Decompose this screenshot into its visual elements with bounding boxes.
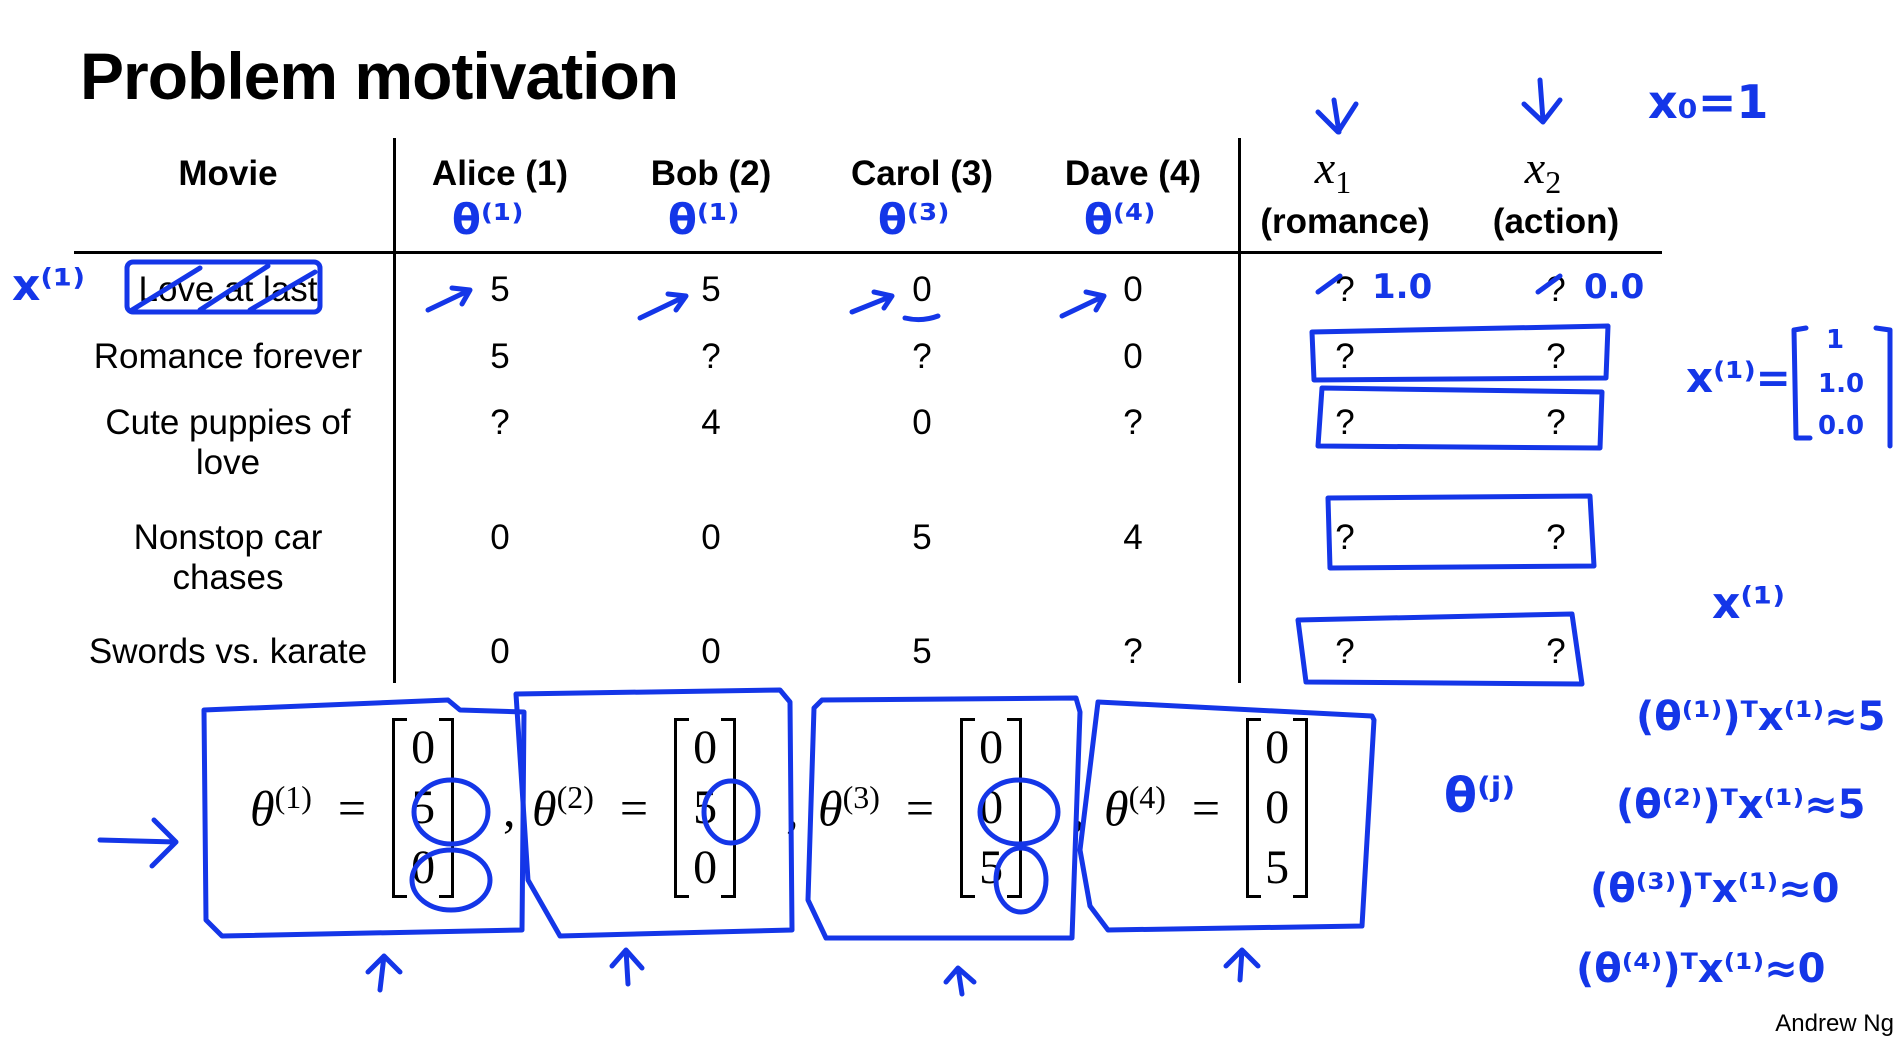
- header-rule: [74, 251, 1662, 254]
- x1-vector-value: 0.0: [1818, 411, 1864, 441]
- theta-3-symbol: θ(3): [818, 778, 880, 837]
- movie-title: Cute puppies of love: [105, 403, 351, 483]
- feature-cell: ?: [1335, 270, 1355, 309]
- rating-cell: ?: [1123, 403, 1143, 442]
- rating-cell: 5: [701, 270, 721, 309]
- rating-cell: 0: [490, 632, 510, 671]
- movie-title: Love at last: [138, 270, 318, 309]
- up-arrow-icon: [609, 947, 645, 987]
- rating-cell: 0: [912, 270, 932, 309]
- rating-cell: 0: [1123, 337, 1143, 376]
- theta-user-label: θ⁽³⁾: [878, 195, 949, 244]
- feature-x2-symbol: x2: [1524, 142, 1562, 201]
- rating-cell: 4: [1123, 518, 1143, 557]
- rating-cell: 0: [490, 518, 510, 557]
- up-arrow-icon: [1223, 947, 1261, 983]
- theta-separator: ,: [1072, 781, 1085, 837]
- small-arrow-icon: [849, 289, 895, 315]
- feature-column-rule: [1238, 138, 1241, 683]
- feature-cell: ?: [1546, 518, 1566, 557]
- movie-header: Movie: [178, 154, 278, 193]
- rating-cell: ?: [912, 337, 932, 376]
- theta-separator: ,: [503, 781, 516, 837]
- feature-cell: ?: [1335, 632, 1355, 671]
- product-estimate: (θ⁽⁴⁾)ᵀx⁽¹⁾≈0: [1576, 946, 1826, 992]
- theta-2-symbol: θ(2): [532, 778, 594, 837]
- vector-bracket: [1791, 325, 1893, 449]
- movie-column-rule: [393, 138, 396, 683]
- feature-cell: ?: [1335, 518, 1355, 557]
- rating-cell: 5: [912, 632, 932, 671]
- right-arrow-icon: [97, 817, 179, 869]
- user-header-bob: Bob (2): [650, 154, 772, 193]
- rating-cell: 5: [490, 337, 510, 376]
- feature-cell: ?: [1335, 403, 1355, 442]
- user-header-alice: Alice (1): [431, 154, 569, 193]
- x0-annotation: x₀=1: [1648, 75, 1768, 129]
- movie-title: Romance forever: [93, 337, 363, 376]
- down-arrow-icon: [1315, 97, 1359, 135]
- theta-user-label: θ⁽⁴⁾: [1084, 195, 1155, 244]
- rating-cell: ?: [701, 337, 721, 376]
- theta-4-symbol: θ(4): [1104, 778, 1166, 837]
- feature-cell: ?: [1546, 632, 1566, 671]
- small-arrow-icon: [425, 285, 473, 313]
- feature-cell: ?: [1335, 337, 1355, 376]
- feature-x2-label: (action): [1492, 202, 1620, 241]
- rating-cell: 0: [1123, 270, 1143, 309]
- rating-cell: 5: [490, 270, 510, 309]
- feature-cell: ?: [1546, 403, 1566, 442]
- feature-cell: ?: [1546, 337, 1566, 376]
- x1-vector-value: 1: [1826, 325, 1844, 355]
- rating-cell: 0: [912, 403, 932, 442]
- up-arrow-icon: [943, 965, 977, 997]
- down-arrow-icon: [1521, 77, 1563, 125]
- small-arrow-icon: [637, 291, 689, 321]
- rating-cell: 0: [701, 518, 721, 557]
- up-arrow-icon: [365, 953, 403, 993]
- theta-j-annotation: θ⁽ʲ⁾: [1444, 768, 1515, 824]
- feature-x1-symbol: x1: [1314, 142, 1352, 201]
- rating-cell: ?: [490, 403, 510, 442]
- user-header-carol: Carol (3): [851, 154, 993, 193]
- rating-cell: 5: [912, 518, 932, 557]
- slide-title: Problem motivation: [80, 39, 679, 113]
- rating-cell: 0: [701, 632, 721, 671]
- theta-1-symbol: θ(1): [250, 778, 312, 837]
- x1-annotation: x⁽¹⁾: [1712, 578, 1785, 629]
- feature-value-annotation: 0.0: [1584, 267, 1644, 307]
- theta-separator: ,: [786, 781, 799, 837]
- feature-x1-label: (romance): [1260, 202, 1430, 241]
- rating-cell: 4: [701, 403, 721, 442]
- row-x1-label: x⁽¹⁾: [12, 260, 85, 311]
- movie-title: Swords vs. karate: [88, 632, 368, 671]
- x1-vector-label: x⁽¹⁾=: [1686, 353, 1791, 402]
- x1-vector-value: 1.0: [1818, 369, 1864, 399]
- user-header-dave: Dave (4): [1064, 154, 1202, 193]
- product-estimate: (θ⁽³⁾)ᵀx⁽¹⁾≈0: [1590, 866, 1840, 912]
- theta-user-label: θ⁽¹⁾: [452, 195, 523, 244]
- product-estimate: (θ⁽²⁾)ᵀx⁽¹⁾≈5: [1616, 782, 1866, 828]
- movie-title: Nonstop car chases: [133, 518, 323, 598]
- rating-cell: ?: [1123, 632, 1143, 671]
- theta-user-label: θ⁽¹⁾: [668, 195, 739, 244]
- product-estimate: (θ⁽¹⁾)ᵀx⁽¹⁾≈5: [1636, 694, 1886, 740]
- small-arrow-icon: [1059, 289, 1107, 319]
- author-credit: Andrew Ng: [1775, 1010, 1894, 1037]
- feature-cell: ?: [1546, 270, 1566, 309]
- feature-value-annotation: 1.0: [1372, 267, 1432, 307]
